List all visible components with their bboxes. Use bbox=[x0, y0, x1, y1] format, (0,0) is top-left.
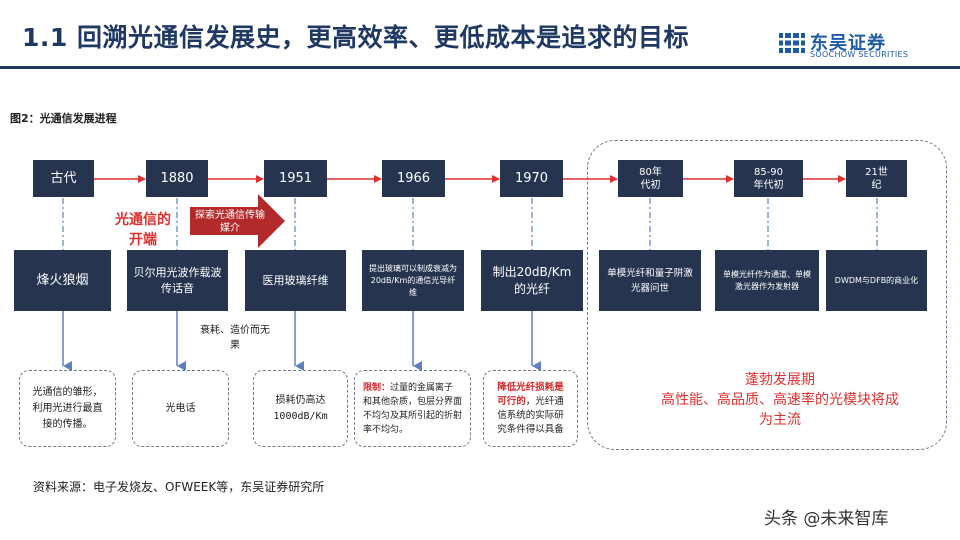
start-label: 光通信的开端 bbox=[115, 212, 171, 248]
event-single-mode-laser: 单模光纤作为通道、单模激光器作为发射器 bbox=[715, 250, 819, 311]
note-photophone: 光电话 bbox=[132, 370, 229, 447]
event-note-arrows bbox=[62, 311, 541, 371]
feasibility-text: ，光纤通信系统的实际研究条件得以具备 bbox=[497, 395, 564, 435]
era-1880: 1880 bbox=[146, 160, 208, 197]
event-beacon-fire: 烽火狼烟 bbox=[14, 250, 111, 311]
event-20db-fiber: 制出20dB/Km的光纤 bbox=[481, 250, 583, 311]
era-85-90s: 85-90 年代初 bbox=[734, 160, 803, 197]
page-title: 1.1 回溯光通信发展史，更高效率、更低成本是追求的目标 bbox=[22, 23, 689, 52]
brand-logo: 东吴证券 SOOCHOW SECURITIES bbox=[778, 31, 948, 59]
event-single-mode-fiber: 单模光纤和量子阱激光器问世 bbox=[599, 250, 701, 311]
event-dwdm-dfb: DWDM与DFB的商业化 bbox=[826, 250, 927, 311]
logo-en-text: SOOCHOW SECURITIES bbox=[810, 50, 909, 59]
drawback-note: 衰耗、造价而无果 bbox=[200, 325, 270, 351]
era-early-80s: 80年 代初 bbox=[618, 160, 683, 197]
note-limitation: 限制：过量的金属离子和其他杂质，包层分界面不均匀及其所引起的折射率不均匀。 bbox=[354, 370, 471, 447]
logo-cn-text: 东吴证券 bbox=[810, 33, 886, 54]
note-loss: 损耗仍高达1000dB/Km bbox=[253, 370, 348, 447]
header-divider bbox=[0, 66, 960, 69]
era-label-line: 纪 bbox=[871, 179, 882, 191]
note-ancient: 光通信的雏形，利用光进行最直接的传播。 bbox=[19, 370, 116, 447]
growth-period-subtitle: 高性能、高品质、高速率的光模块将成为主流 bbox=[661, 392, 899, 428]
explore-arrow bbox=[190, 194, 285, 248]
watermark: 头条 @未来智库 bbox=[764, 509, 889, 529]
era-label-line: 80年 bbox=[639, 166, 662, 178]
event-fiber-proposal: 提出玻璃可以制成衰减为20dB/Km的通信光导纤维 bbox=[362, 250, 464, 311]
source-note: 资料来源：电子发烧友、OFWEEK等，东吴证券研究所 bbox=[33, 480, 325, 494]
era-label-line: 年代初 bbox=[753, 179, 784, 191]
era-1951: 1951 bbox=[264, 160, 327, 197]
figure-caption: 图2：光通信发展进程 bbox=[10, 112, 117, 125]
era-1970: 1970 bbox=[500, 160, 563, 197]
growth-period-text: 蓬勃发展期 高性能、高品质、高速率的光模块将成为主流 bbox=[660, 370, 900, 430]
explore-arrow-label: 探索光通信传输媒介 bbox=[195, 210, 265, 234]
soochow-logo-icon bbox=[779, 33, 805, 53]
era-label-line: 85-90 bbox=[753, 166, 784, 178]
era-label-line: 代初 bbox=[640, 179, 661, 191]
growth-period-group bbox=[587, 140, 947, 450]
event-bell-photophone: 贝尔用光波作载波传话音 bbox=[127, 250, 228, 311]
feasibility-keyword: 降低光纤损耗是可行的 bbox=[497, 381, 564, 407]
note-feasibility-body: 降低光纤损耗是可行的，光纤通信系统的实际研究条件得以具备 bbox=[494, 381, 567, 437]
limitation-text: 过量的金属离子和其他杂质，包层分界面不均匀及其所引起的折射率不均匀。 bbox=[363, 382, 463, 435]
note-feasibility: 降低光纤损耗是可行的，光纤通信系统的实际研究条件得以具备 bbox=[483, 370, 578, 447]
note-limitation-body: 限制：过量的金属离子和其他杂质，包层分界面不均匀及其所引起的折射率不均匀。 bbox=[363, 381, 462, 437]
growth-period-title: 蓬勃发展期 bbox=[745, 372, 815, 388]
era-21st-century: 21世 纪 bbox=[846, 160, 907, 197]
era-label-line: 21世 bbox=[865, 166, 888, 178]
event-medical-glass-fiber: 医用玻璃纤维 bbox=[245, 250, 346, 311]
era-ancient: 古代 bbox=[33, 160, 94, 197]
era-1966: 1966 bbox=[382, 160, 445, 197]
limitation-keyword: 限制： bbox=[363, 382, 391, 393]
era-event-links bbox=[62, 198, 878, 250]
